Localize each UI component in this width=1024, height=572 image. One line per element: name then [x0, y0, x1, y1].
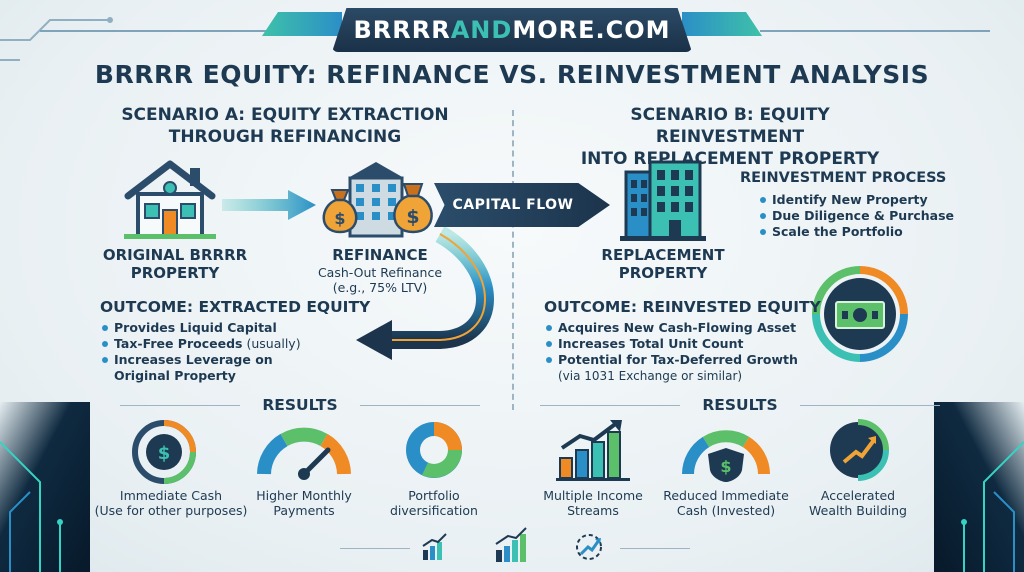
result-immediate-cash: Immediate Cash (Use for other purposes)	[86, 488, 256, 518]
page-title: BRRRR EQUITY: REFINANCE VS. REINVESTMENT…	[94, 60, 930, 89]
list-item-text: Tax-Free Proceeds	[114, 336, 243, 351]
result-caption-line-1: Accelerated	[820, 488, 896, 503]
header-rule-right	[760, 30, 990, 32]
result-portfolio-diversification: Portfolio diversification	[374, 488, 494, 518]
list-item: Potential for Tax-Deferred Growth	[544, 352, 798, 368]
capital-flow-label: CAPITAL FLOW	[452, 197, 574, 213]
scenario-a-results-title: RESULTS	[262, 396, 338, 414]
tax-deferred-note: (via 1031 Exchange or similar)	[558, 369, 743, 383]
scenario-a-outcome-list: Provides Liquid Capital Tax-Free Proceed…	[100, 320, 301, 384]
pie-chart-icon	[406, 422, 462, 478]
result-multiple-income: Multiple Income Streams	[530, 488, 656, 518]
list-item: Acquires New Cash-Flowing Asset	[544, 320, 798, 336]
list-item: Due Diligence & Purchase	[758, 208, 954, 224]
bar-chart-icon	[422, 533, 447, 560]
scenario-a-title-line-1: SCENARIO A: EQUITY EXTRACTION	[121, 105, 449, 125]
original-property-label-line-1: ORIGINAL BRRRR	[102, 246, 248, 264]
scenario-a-outcome-title: OUTCOME: EXTRACTED EQUITY	[100, 298, 371, 316]
reinvestment-process-list: Identify New Property Due Diligence & Pu…	[758, 192, 954, 240]
list-item: Increases Leverage on	[100, 352, 301, 368]
house-icon	[124, 160, 216, 239]
apartment-building-icon	[620, 160, 706, 241]
scenario-b-results-title: RESULTS	[702, 396, 778, 414]
center-divider	[512, 110, 514, 410]
results-rule	[800, 405, 940, 406]
cash-coin-icon: $	[132, 420, 196, 484]
scenario-b-outcome-title: OUTCOME: REINVESTED EQUITY	[544, 298, 821, 316]
circuit-decoration-bottom-left	[0, 402, 90, 572]
result-caption-line-2: Wealth Building	[809, 503, 907, 518]
gauge-icon: $	[682, 430, 770, 482]
scenario-b-title-line-2: INTO REPLACEMENT PROPERTY	[580, 149, 880, 169]
circuit-decoration-bottom-right	[934, 402, 1024, 572]
scenario-a-title-line-2: THROUGH REFINANCING	[168, 127, 402, 147]
replacement-property-label-line-1: REPLACEMENT	[601, 246, 725, 264]
brand-part-2: AND	[450, 16, 513, 44]
svg-text:$: $	[406, 206, 419, 228]
original-property-label: ORIGINAL BRRRR PROPERTY	[90, 246, 260, 282]
brand-name: BRRRRANDMORE.COM	[354, 16, 671, 44]
results-rule	[540, 405, 680, 406]
result-higher-payments: Higher Monthly Payments	[244, 488, 364, 518]
scenario-b-title: SCENARIO B: EQUITY REINVESTMENT INTO REP…	[560, 104, 900, 170]
result-caption-line-2: Streams	[567, 503, 619, 518]
list-item: Tax-Free Proceeds (usually)	[100, 336, 301, 352]
result-caption-line-1: Reduced Immediate	[663, 488, 789, 503]
money-bag-icon: $	[322, 189, 358, 234]
growth-target-icon	[830, 419, 889, 481]
capital-flow-arrow: CAPITAL FLOW	[434, 183, 610, 227]
list-item-note: (usually)	[242, 336, 301, 351]
result-caption-line-2: Payments	[273, 503, 335, 518]
cash-bill-icon	[812, 266, 908, 362]
results-rule	[120, 405, 240, 406]
money-bag-icon: $	[393, 183, 433, 234]
curved-return-arrow-icon	[356, 226, 494, 360]
refinance-label: REFINANCE	[332, 246, 428, 264]
result-caption-line-2: (Use for other purposes)	[94, 503, 248, 518]
footer-rule	[620, 548, 690, 549]
refinance-subtitle-line-2: (e.g., 75% LTV)	[332, 280, 428, 295]
refinance-subtitle: Cash-Out Refinance (e.g., 75% LTV)	[295, 265, 465, 295]
scenario-a-title: SCENARIO A: EQUITY EXTRACTION THROUGH RE…	[120, 104, 450, 148]
bar-chart-icon	[495, 527, 527, 562]
result-accelerated-wealth: Accelerated Wealth Building	[796, 488, 920, 518]
refinance-subtitle-line-1: Cash-Out Refinance	[317, 265, 443, 280]
result-caption-line-1: Multiple Income	[543, 488, 643, 503]
result-caption-line-1: Immediate Cash	[119, 488, 223, 503]
gauge-icon	[257, 427, 351, 480]
brand-banner: BRRRRANDMORE.COM	[332, 8, 692, 52]
original-property-label-line-2: PROPERTY	[130, 264, 220, 282]
list-item: Identify New Property	[758, 192, 954, 208]
bar-chart-icon	[556, 420, 630, 481]
footer-rule	[340, 548, 410, 549]
result-caption-line-2: diversification	[390, 503, 478, 518]
list-item-continuation: Original Property	[114, 368, 236, 383]
result-reduced-cash: Reduced Immediate Cash (Invested)	[656, 488, 796, 518]
flow-arrow-icon	[222, 190, 316, 220]
list-item: Provides Liquid Capital	[100, 320, 301, 336]
banner-wing-right	[682, 12, 762, 36]
brand-part-1: BRRRR	[353, 16, 451, 44]
scenario-b-title-line-1: SCENARIO B: EQUITY REINVESTMENT	[630, 105, 830, 147]
replacement-property-label-line-2: PROPERTY	[618, 264, 708, 282]
result-caption-line-2: Cash (Invested)	[676, 503, 776, 518]
svg-text:$: $	[158, 443, 171, 464]
replacement-property-label: REPLACEMENT PROPERTY	[588, 246, 738, 282]
scenario-b-outcome-list: Acquires New Cash-Flowing Asset Increase…	[544, 320, 798, 368]
reinvestment-process-title: REINVESTMENT PROCESS	[740, 170, 947, 186]
result-caption-line-1: Higher Monthly	[256, 488, 352, 503]
svg-text:$: $	[720, 457, 731, 476]
header-rule-left	[40, 30, 270, 32]
brand-part-3: MORE.COM	[512, 16, 671, 44]
banner-wing-left	[262, 12, 342, 36]
list-item: Scale the Portfolio	[758, 224, 954, 240]
result-caption-line-1: Portfolio	[408, 488, 460, 503]
svg-text:$: $	[334, 209, 345, 228]
results-rule	[360, 405, 480, 406]
growth-arrow-icon	[576, 534, 602, 560]
list-item: Increases Total Unit Count	[544, 336, 798, 352]
